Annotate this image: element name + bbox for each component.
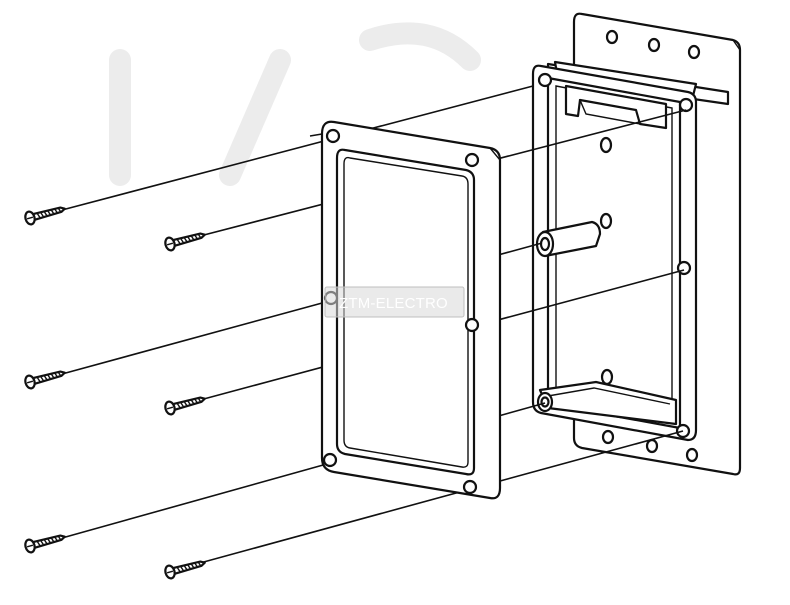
screws bbox=[24, 206, 206, 580]
screw bbox=[24, 206, 66, 226]
screw bbox=[24, 534, 66, 554]
internal-posts bbox=[599, 136, 614, 386]
screw bbox=[24, 370, 66, 390]
watermark-banner: ZTM-ELECTRO bbox=[324, 286, 465, 318]
screw bbox=[164, 396, 206, 416]
screw bbox=[164, 560, 206, 580]
screw bbox=[164, 232, 206, 252]
bracket-top-holes bbox=[605, 29, 701, 60]
background-watermark-strokes bbox=[109, 22, 481, 186]
corner-bosses bbox=[537, 72, 694, 439]
watermark-text: ZTM-ELECTRO bbox=[339, 295, 448, 312]
enclosure-body bbox=[531, 64, 698, 442]
